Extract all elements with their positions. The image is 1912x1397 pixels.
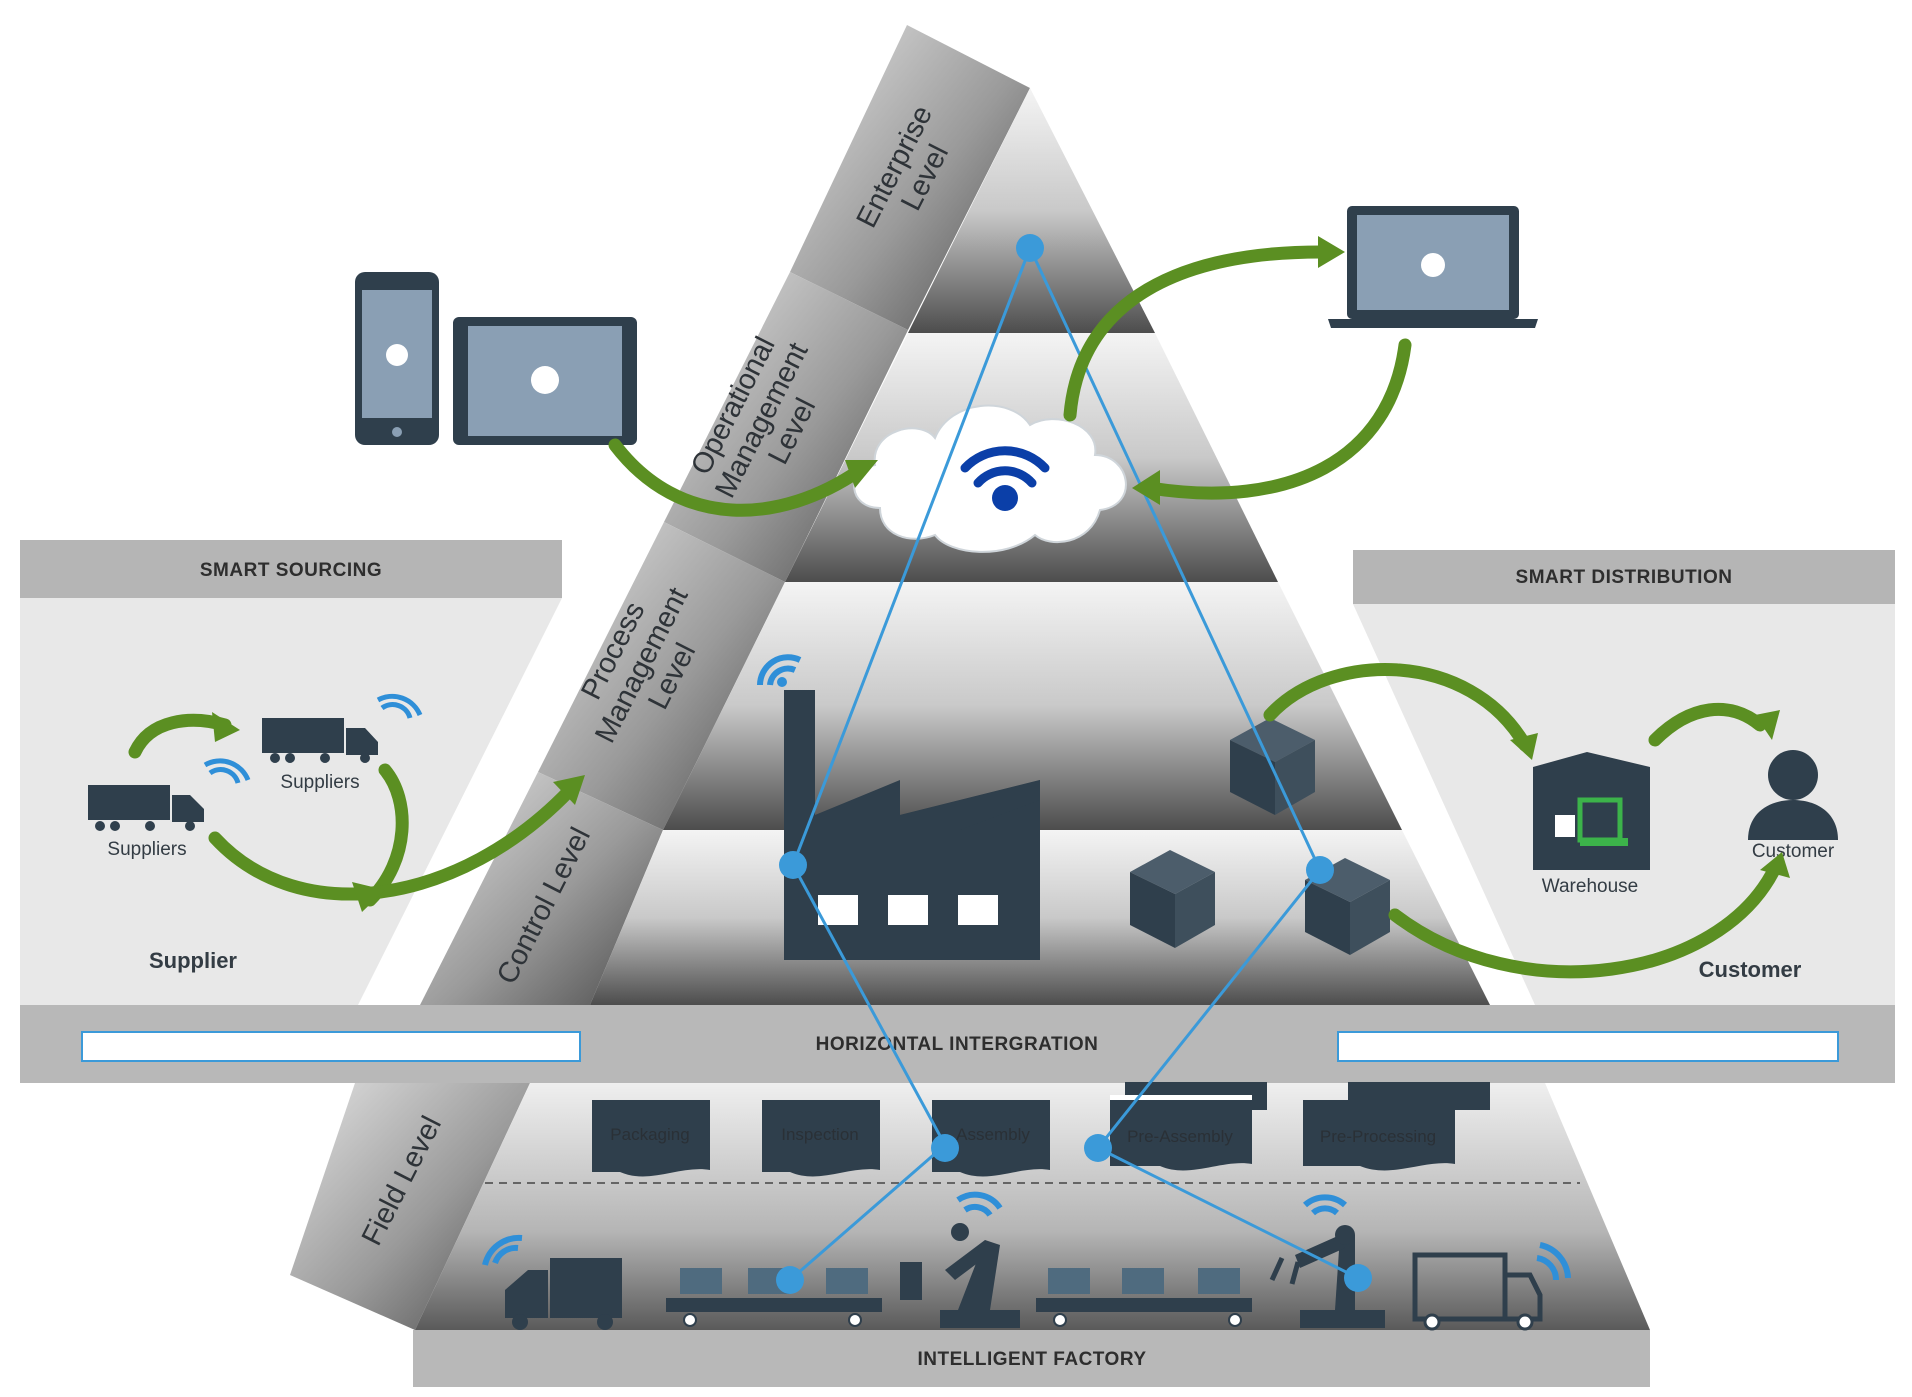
intelligent-factory-bar [413, 1330, 1650, 1387]
arrow-warehouse-to-customer [1648, 702, 1767, 747]
process-band [663, 582, 1402, 830]
supplier-truck-icon [262, 693, 423, 763]
integration-input-right [1337, 1031, 1839, 1062]
process-tabs: Packaging Inspection Assembly Pre-Assemb… [592, 1082, 1490, 1177]
arrow-laptop-to-cloud [1143, 338, 1412, 500]
smart-sourcing-title: SMART SOURCING [200, 560, 382, 581]
svg-text:Pre-Assembly: Pre-Assembly [1127, 1127, 1233, 1146]
arrow-box-to-customer [1388, 861, 1782, 979]
robot-arm-icon [900, 1191, 1020, 1328]
suppliers-bottom-label: Suppliers [107, 839, 186, 860]
svg-text:Packaging: Packaging [610, 1125, 689, 1144]
wireless-icon [203, 758, 251, 784]
conveyor-icon [666, 1268, 882, 1327]
factory-icon [757, 654, 1040, 960]
arrow-tablet-to-cloud [608, 438, 867, 517]
node-assembly [931, 1134, 959, 1162]
operational-level-ribbon [0, 0, 668, 1]
process-tab-inspection: Inspection [762, 1100, 880, 1177]
node-robot [1344, 1264, 1372, 1292]
factory-wireless-icon [757, 654, 802, 687]
process-tab-pre-processing: Pre-Processing [1303, 1082, 1490, 1171]
wireless-icon [1536, 1242, 1571, 1281]
node-conveyor [776, 1266, 804, 1294]
supplier-truck-icon [88, 758, 251, 831]
process-tab-pre-assembly: Pre-Assembly [1110, 1082, 1267, 1171]
network-nodes [776, 234, 1372, 1294]
suppliers-top-label: Suppliers [280, 772, 359, 793]
arrow-cloud-to-laptop [1063, 245, 1337, 422]
network-links [789, 247, 1359, 1282]
smart-sourcing-panel: SMART SOURCING [20, 540, 562, 1005]
field-level-ribbon [290, 1083, 530, 1330]
cloud-icon [853, 404, 1127, 553]
smart-distribution-title: SMART DISTRIBUTION [1516, 567, 1733, 588]
process-tab-packaging: Packaging [592, 1100, 710, 1177]
wireless-icon [1303, 1194, 1347, 1216]
wireless-icon [956, 1191, 1003, 1217]
svg-text:Pre-Processing: Pre-Processing [1320, 1127, 1436, 1146]
node-enterprise [1016, 234, 1044, 262]
delivery-truck-icon [482, 1234, 622, 1330]
arrow-box-to-warehouse [1263, 663, 1532, 752]
warehouse-icon [1533, 752, 1650, 870]
node-factory [779, 851, 807, 879]
robot-arm-icon [1269, 1194, 1385, 1328]
customer-footer: Customer [1699, 957, 1802, 982]
process-tab-assembly: Assembly [932, 1100, 1050, 1177]
tablet-icon [453, 317, 637, 445]
svg-text:Assembly: Assembly [956, 1125, 1030, 1144]
supplier-footer: Supplier [149, 948, 237, 973]
flow-arrow-heads [212, 236, 1790, 912]
wifi-icon [960, 446, 1050, 511]
svg-text:Inspection: Inspection [781, 1125, 859, 1144]
intelligent-factory-label: INTELLIGENT FACTORY [917, 1349, 1146, 1370]
box-icon [1130, 850, 1215, 948]
smartphone-icon [355, 272, 439, 445]
delivery-van-icon [1412, 1242, 1571, 1331]
enterprise-band [908, 88, 1155, 333]
shop-floor [482, 1191, 1571, 1331]
customer-icon-label: Customer [1752, 841, 1835, 862]
enterprise-level-ribbon [790, 25, 1030, 330]
node-pre-assembly [1084, 1134, 1112, 1162]
wireless-icon [376, 693, 423, 719]
warehouse-label: Warehouse [1542, 876, 1638, 897]
conveyor-icon [1036, 1268, 1252, 1327]
customer-icon [1748, 750, 1838, 840]
laptop-icon [1328, 206, 1538, 328]
horizontal-integration-label: HORIZONTAL INTERGRATION [816, 1034, 1099, 1055]
node-box [1306, 856, 1334, 884]
integration-input-left [81, 1031, 581, 1062]
wireless-icon [482, 1234, 523, 1266]
